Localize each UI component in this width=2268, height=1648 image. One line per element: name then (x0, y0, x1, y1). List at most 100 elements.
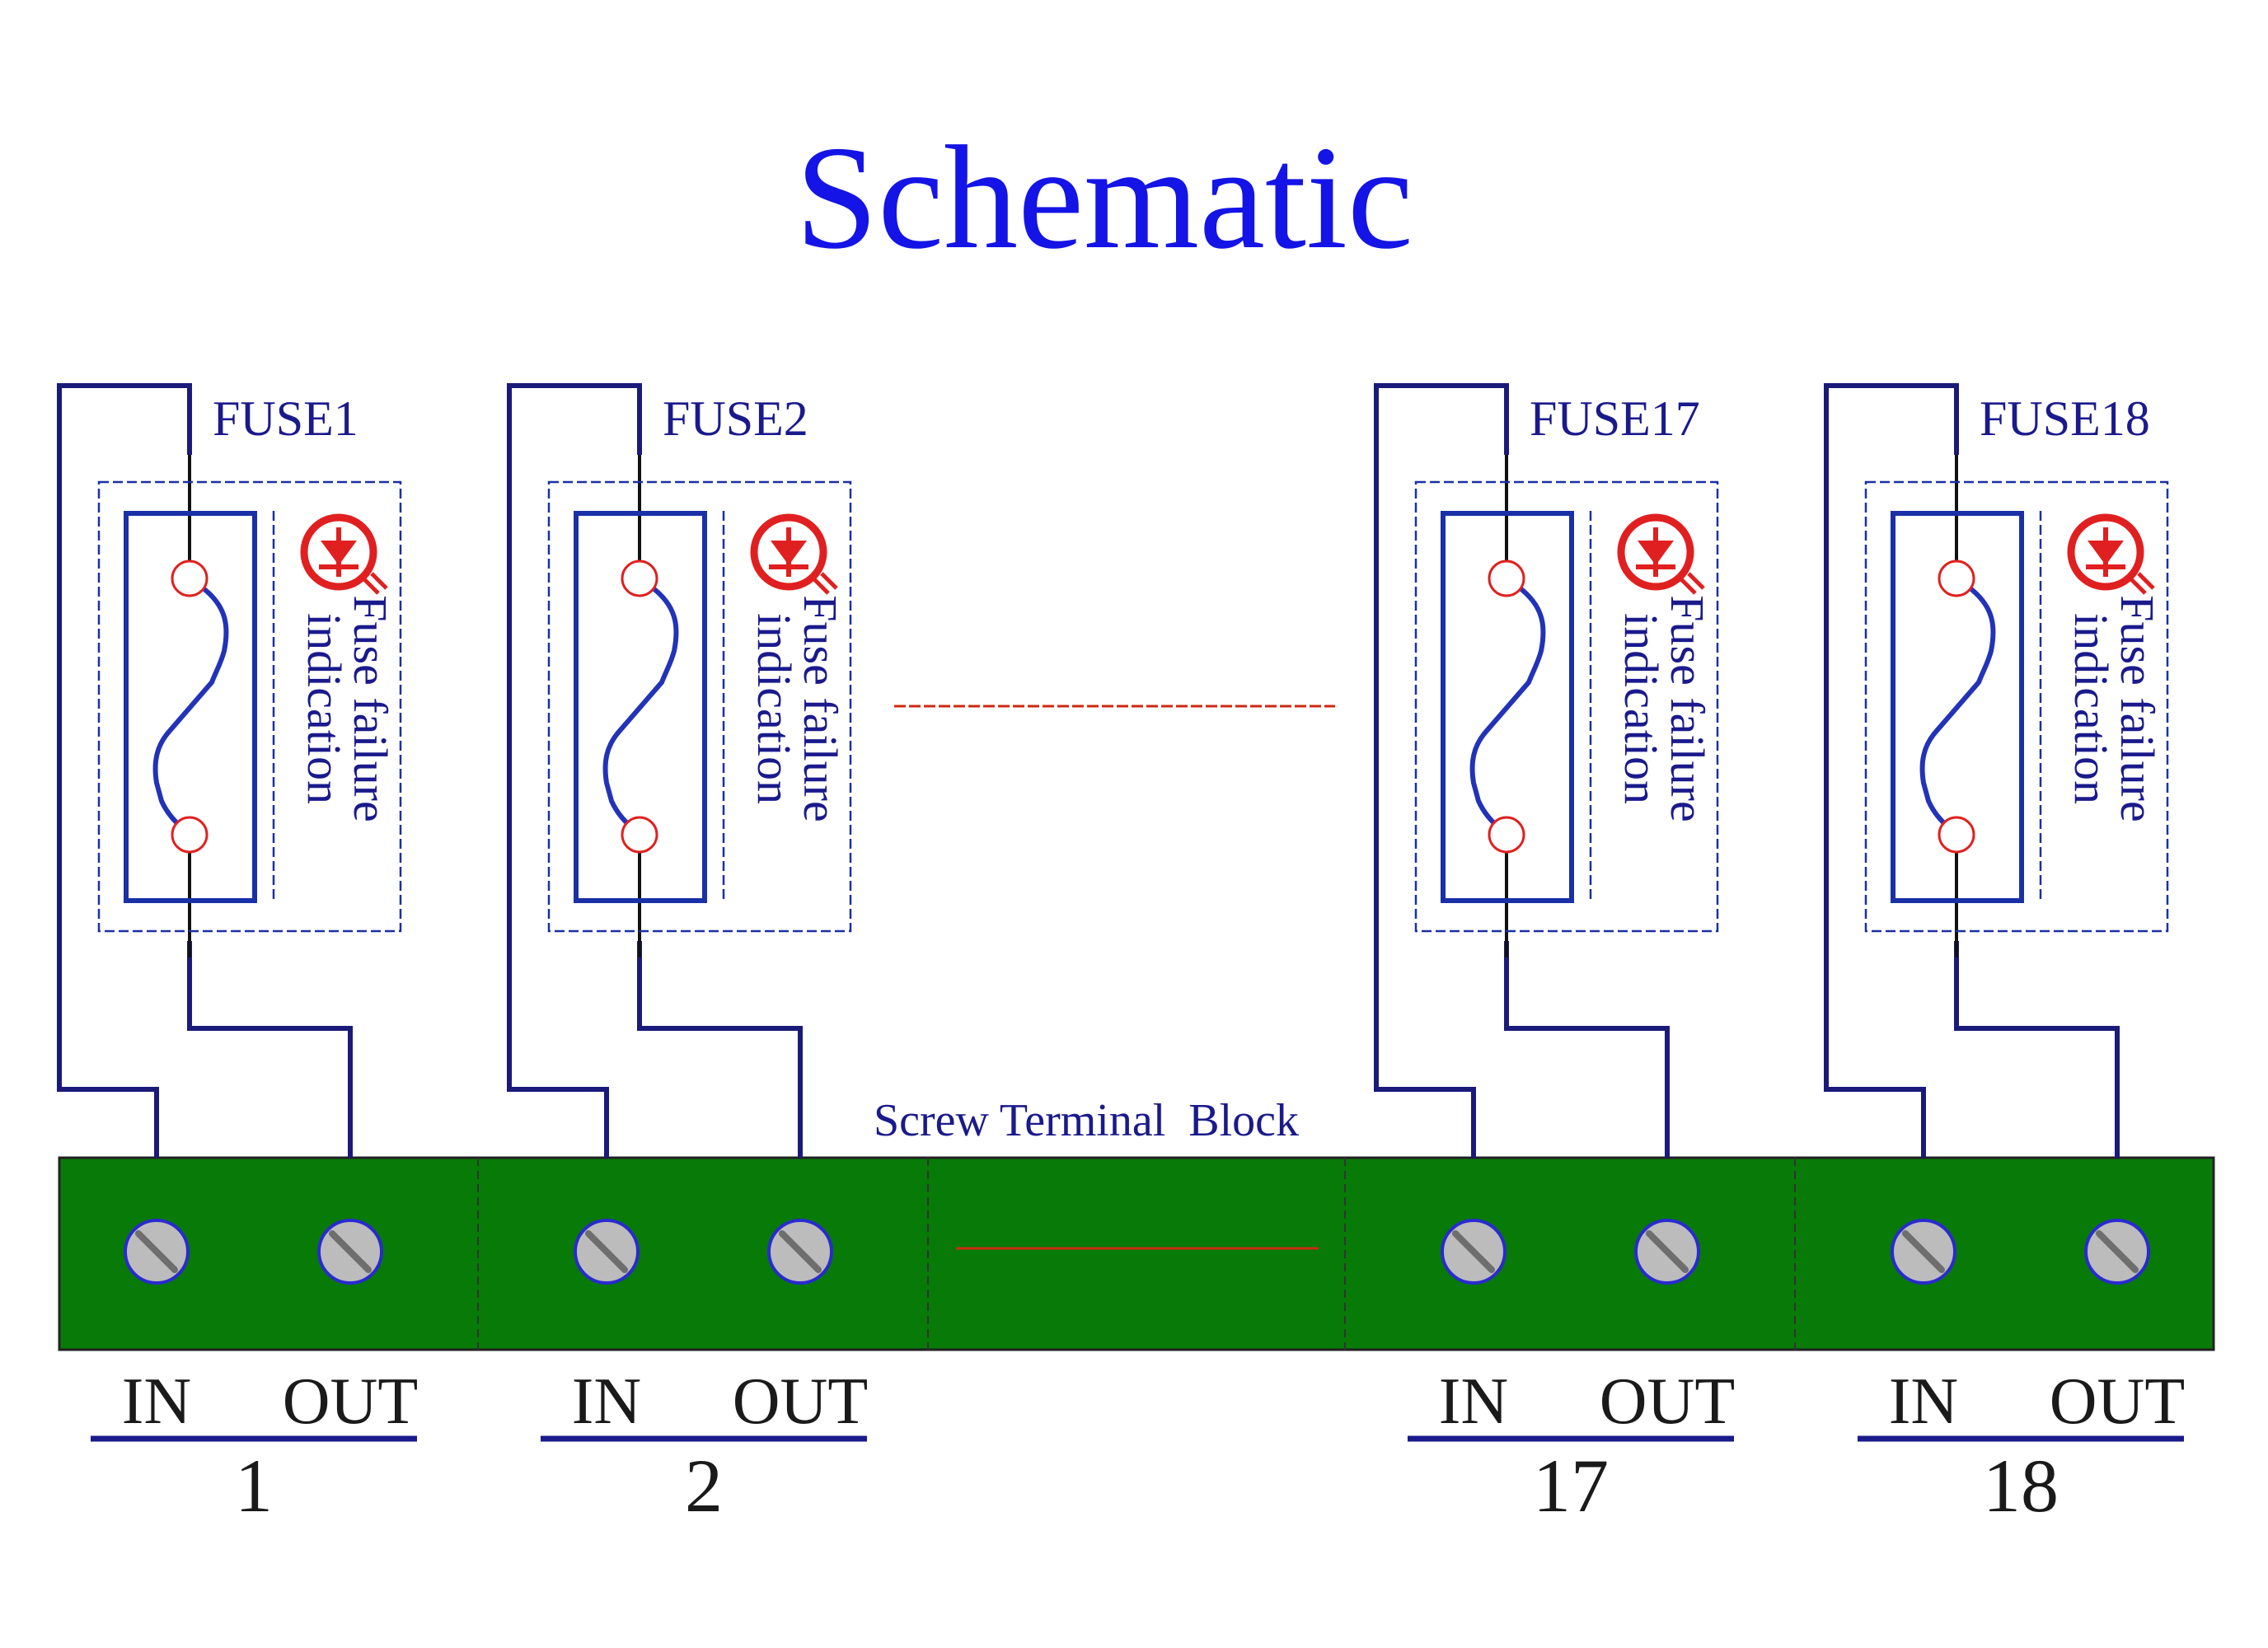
fuse-contact-top (1488, 559, 1525, 597)
indicator-text-line: Fuse failure (344, 595, 397, 822)
indicator-text-line: indication (747, 613, 801, 804)
fuse-failure-indication-text: Fuse failureindication (2064, 595, 2164, 822)
led-arrow (2137, 572, 2155, 590)
out-wire (1954, 941, 2120, 1158)
led-indicator-icon (750, 513, 838, 595)
indicator-text-line: indication (1614, 613, 1668, 804)
fuse-failure-indication-text: Fuse failureindication (298, 595, 397, 822)
fuse-holder-dashed-outline (1414, 480, 1719, 933)
led-indicator-icon (300, 513, 388, 595)
fuse-holder-dashed-outline (547, 480, 852, 933)
fuse-body (124, 511, 257, 903)
in-label: IN (1439, 1365, 1508, 1438)
screw-terminal-in (1891, 1219, 1956, 1285)
channel-number: 1 (235, 1444, 273, 1528)
led-indicator-icon (1617, 513, 1705, 595)
screw-terminal-in (574, 1219, 640, 1285)
led-ring (300, 513, 377, 591)
screw-slot (1452, 1230, 1495, 1273)
led-indicator-icon (2067, 513, 2155, 595)
screw-terminal-out (317, 1219, 383, 1285)
led-arrow (820, 572, 838, 590)
led-ring (1617, 513, 1694, 591)
fuse-body (1891, 511, 2024, 903)
indicator-text-line: Fuse failure (1661, 595, 1714, 822)
in-wire (1374, 383, 1509, 1158)
fuse-failure-indication-text: Fuse failureindication (747, 595, 847, 822)
fuse-label: FUSE2 (663, 391, 808, 446)
screw-slot (135, 1230, 178, 1273)
fuse-holder-dashed-outline (97, 480, 402, 933)
led-diode-triangle (2088, 541, 2124, 565)
led-diode-triangle (321, 541, 357, 565)
fuse-body (1441, 511, 1574, 903)
channel-number: 17 (1533, 1444, 1609, 1528)
led-arrow (810, 575, 830, 595)
out-wire (1504, 941, 1670, 1158)
screw-slot (329, 1230, 372, 1273)
fuse-element (602, 584, 679, 833)
indicator-text-line: indication (298, 613, 351, 804)
led-ring (750, 513, 827, 591)
channel-number: 2 (685, 1444, 723, 1528)
fuse-contact-top (621, 559, 658, 597)
terminal-block-dividers (477, 1158, 1796, 1350)
screw-slot (1902, 1230, 1945, 1273)
screw-terminal-in (1441, 1219, 1507, 1285)
in-label: IN (122, 1365, 191, 1438)
screw-terminal-out (2084, 1219, 2150, 1285)
indicator-text-line: Fuse failure (2111, 595, 2164, 822)
led-diode-triangle (1638, 541, 1674, 565)
in-label: IN (572, 1365, 641, 1438)
indicator-text-line: indication (2064, 613, 2118, 804)
screw-terminal-out (1634, 1219, 1700, 1285)
led-diode-triangle (771, 541, 807, 565)
fuse-element (152, 584, 229, 833)
fuse-element (1469, 584, 1546, 833)
in-wire (57, 383, 192, 1158)
led-arrow (360, 575, 380, 595)
in-wire (1824, 383, 1959, 1158)
led-ring (2067, 513, 2144, 591)
fuse-body (574, 511, 707, 903)
fuse-label: FUSE1 (213, 391, 358, 446)
led-arrow (1677, 575, 1697, 595)
fuse-label: FUSE17 (1530, 391, 1700, 446)
fuse-element (1919, 584, 1996, 833)
fuse-contact-top (1938, 559, 1975, 597)
channel-number: 18 (1983, 1444, 2059, 1528)
screw-terminal-out (767, 1219, 833, 1285)
led-arrow (2127, 575, 2147, 595)
screw-slot (2096, 1230, 2139, 1273)
fuse-contact-top (171, 559, 209, 597)
led-arrow (370, 572, 388, 590)
fuse-contact-bottom (1938, 816, 1975, 854)
fuse-failure-indication-text: Fuse failureindication (1614, 595, 1714, 822)
out-label: OUT (733, 1365, 868, 1438)
out-label: OUT (1600, 1365, 1735, 1438)
out-wire (637, 941, 803, 1158)
screw-slot (1646, 1230, 1689, 1273)
in-wire (507, 383, 642, 1158)
fuse-label: FUSE18 (1980, 391, 2150, 446)
fuse-contact-bottom (171, 816, 209, 854)
fuse-contact-bottom (1488, 816, 1525, 854)
screw-slot (779, 1230, 822, 1273)
in-label: IN (1889, 1365, 1958, 1438)
terminal-block (58, 1156, 2215, 1351)
out-label: OUT (283, 1365, 418, 1438)
led-arrow (1687, 572, 1705, 590)
screw-terminal-in (124, 1219, 190, 1285)
fuse-contact-bottom (621, 816, 658, 854)
fuse-holder-dashed-outline (1864, 480, 2169, 933)
out-wire (187, 941, 353, 1158)
screw-slot (585, 1230, 628, 1273)
out-label: OUT (2050, 1365, 2185, 1438)
indicator-text-line: Fuse failure (794, 595, 847, 822)
terminal-block-label: Screw Terminal Block (874, 1095, 1299, 1146)
